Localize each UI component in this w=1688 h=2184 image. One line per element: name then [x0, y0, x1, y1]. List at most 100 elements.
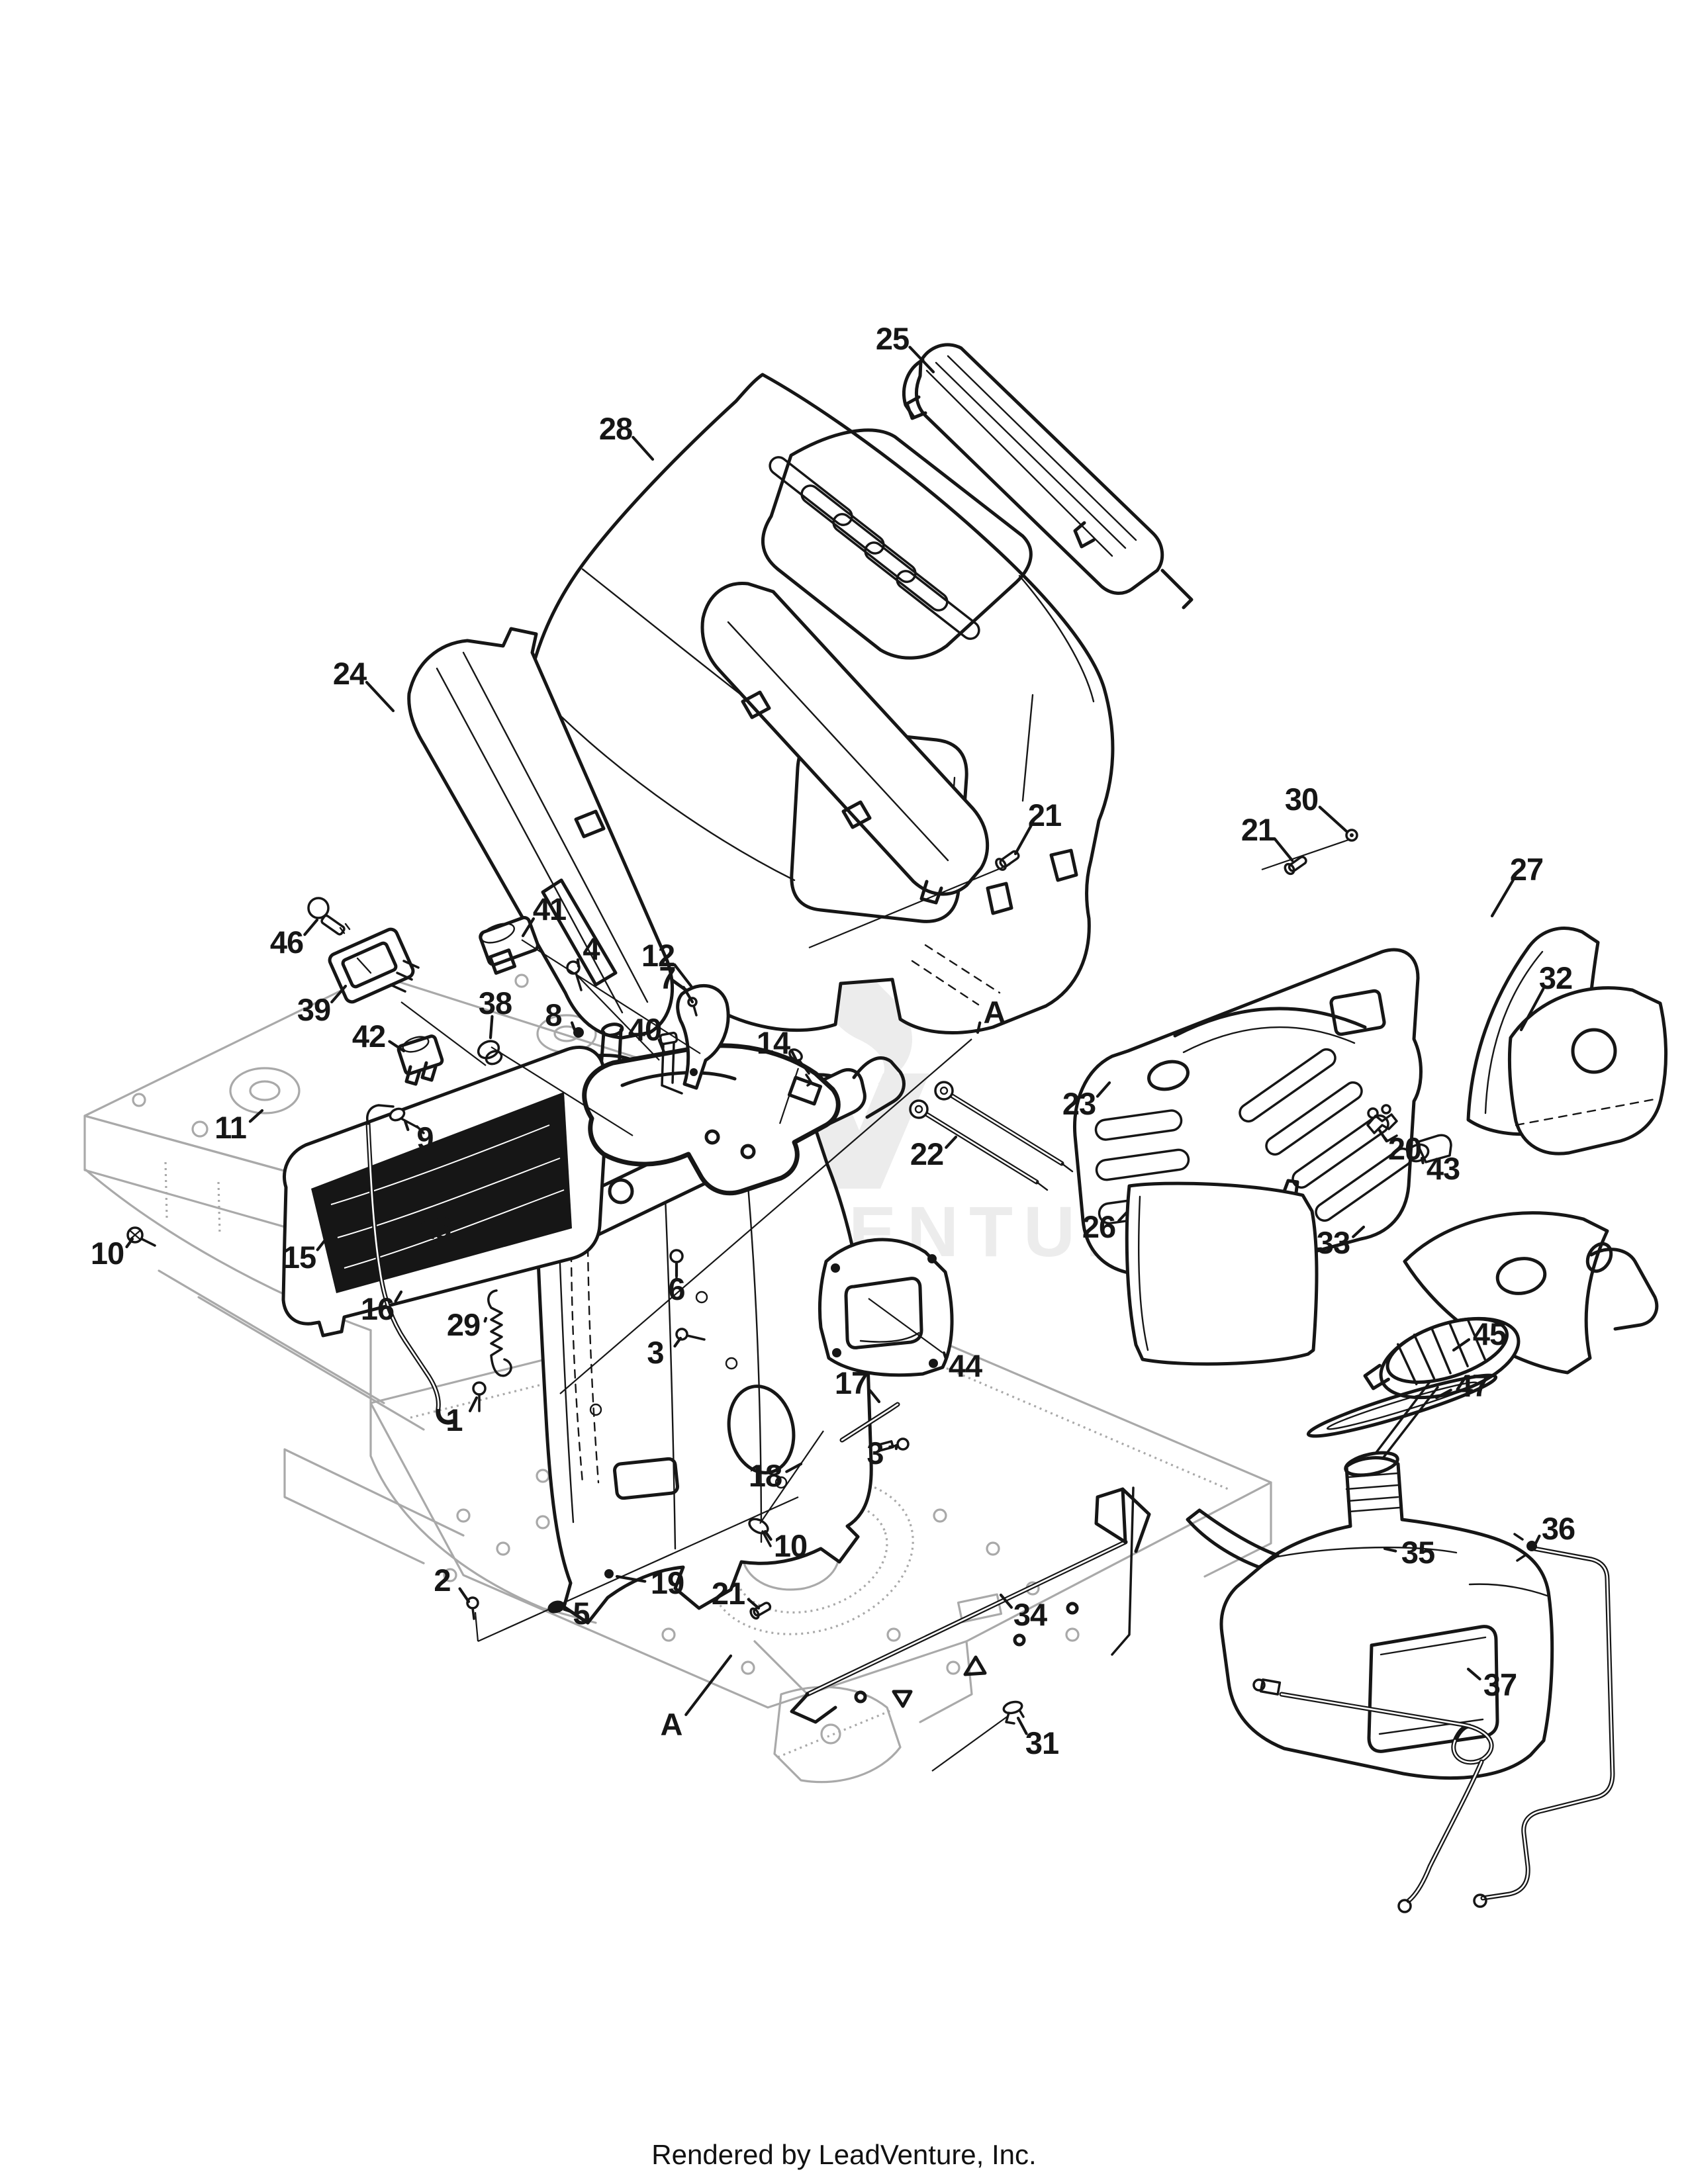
- callout-3: 3: [867, 1435, 898, 1471]
- callout-leader: [489, 1015, 494, 1040]
- callout-leader: [330, 984, 348, 1004]
- callout-leader: [1378, 1128, 1388, 1143]
- screw-2: [466, 1596, 479, 1620]
- callout-33: 33: [1317, 1225, 1366, 1260]
- callout-15: 15: [283, 1236, 329, 1275]
- callout-leader: [365, 680, 395, 713]
- hood-louver-recess: [761, 428, 1033, 660]
- callout-leader: [1273, 837, 1294, 862]
- callout-number: A: [661, 1707, 682, 1742]
- callout-leader: [1013, 824, 1033, 856]
- screw-3-right: [878, 1437, 910, 1451]
- callout-number: 16: [361, 1291, 394, 1326]
- callout-23: 23: [1062, 1081, 1111, 1121]
- callout-number: 23: [1062, 1086, 1096, 1121]
- sight-line: [808, 863, 1011, 949]
- callout-number: 3: [647, 1335, 663, 1370]
- callout-30: 30: [1285, 782, 1348, 833]
- callout-16: 16: [361, 1290, 403, 1326]
- bolt-1: [472, 1381, 487, 1412]
- callout-number: 18: [749, 1458, 782, 1493]
- callout-number: 17: [835, 1365, 868, 1400]
- callout-leader: [1434, 1388, 1452, 1400]
- hood-skirt-strip: [700, 582, 990, 905]
- callout-leader: [615, 1574, 647, 1583]
- callout-number: 45: [1473, 1316, 1506, 1351]
- callout-leader: [673, 963, 693, 988]
- callout-28: 28: [599, 411, 655, 461]
- callout-number: 24: [333, 656, 367, 691]
- callout-number: 46: [270, 925, 303, 960]
- callout-13: 13: [418, 1208, 467, 1246]
- callout-number: 25: [876, 321, 909, 356]
- callout-1: 1: [445, 1396, 479, 1437]
- choke-lever-part-12: [676, 983, 730, 1090]
- bolt-9: [389, 1107, 425, 1134]
- relay-part-41: [479, 915, 539, 975]
- sight-line: [477, 1496, 799, 1643]
- trim-panel-part-44: [818, 1238, 954, 1377]
- callout-leader: [945, 1135, 958, 1149]
- callout-leader: [785, 1462, 803, 1473]
- callout-46: 46: [270, 918, 319, 960]
- callout-leader: [999, 1593, 1013, 1609]
- gasket-part-47: [1306, 1373, 1498, 1438]
- callout-32: 32: [1519, 960, 1573, 1032]
- callout-leader: [1383, 1547, 1397, 1553]
- callout-22: 22: [910, 1135, 958, 1171]
- vent-panel-part-25: [902, 343, 1194, 610]
- callout-A: A: [976, 995, 1006, 1034]
- callout-leader: [557, 1608, 563, 1613]
- callout-number: 28: [599, 411, 632, 446]
- key-part-46: [307, 897, 351, 936]
- callout-number: 26: [1082, 1209, 1115, 1244]
- sight-line: [759, 1430, 824, 1524]
- callout-number: 12: [641, 938, 675, 973]
- callout-number: 41: [533, 891, 566, 927]
- callout-38: 38: [479, 985, 512, 1040]
- callout-34: 34: [999, 1593, 1048, 1632]
- bracket-part-42: [397, 1034, 444, 1086]
- callout-35: 35: [1383, 1535, 1435, 1570]
- callout-39: 39: [297, 984, 348, 1027]
- callout-leader: [576, 958, 581, 968]
- callout-21: 21: [712, 1576, 761, 1611]
- callout-29: 29: [447, 1307, 488, 1342]
- rivet-31: [1002, 1700, 1025, 1725]
- callout-number: 29: [447, 1307, 480, 1342]
- callout-20: 20: [1378, 1128, 1422, 1166]
- callout-number: 34: [1013, 1597, 1047, 1632]
- callout-leader: [868, 1388, 881, 1404]
- baffle-part-32: [1507, 986, 1668, 1156]
- callout-11: 11: [214, 1109, 264, 1145]
- bolt-21-hood-left: [995, 850, 1020, 871]
- callout-21: 21: [1241, 812, 1294, 862]
- callout-10: 10: [91, 1236, 134, 1271]
- callout-number: 7: [659, 960, 675, 995]
- callout-number: 47: [1456, 1368, 1489, 1403]
- bolt-21-pan: [749, 1602, 772, 1620]
- callout-19: 19: [615, 1565, 684, 1600]
- bolt-21-hood-right: [1284, 856, 1307, 876]
- callout-leader: [1016, 1716, 1028, 1735]
- callout-leader: [632, 435, 655, 461]
- callout-37: 37: [1466, 1667, 1517, 1702]
- callout-leader: [403, 1119, 410, 1132]
- cable-ties-part-22: [909, 1081, 1074, 1191]
- callout-leader: [942, 1351, 948, 1361]
- render-credit-text: Rendered by LeadVenture, Inc.: [651, 2139, 1037, 2170]
- callout-number: 38: [479, 985, 512, 1021]
- callout-leader: [1534, 1534, 1541, 1545]
- sight-line: [575, 974, 660, 1061]
- callout-leader: [1420, 1156, 1425, 1165]
- callout-leader: [682, 985, 694, 1004]
- callout-24: 24: [333, 656, 395, 713]
- callout-number: 44: [949, 1348, 982, 1383]
- callout-A: A: [661, 1654, 733, 1742]
- callout-number: 13: [418, 1210, 451, 1246]
- callout-leader: [394, 1290, 403, 1303]
- callout-leader: [747, 1598, 761, 1610]
- callout-10: 10: [763, 1528, 808, 1563]
- callout-18: 18: [749, 1458, 803, 1493]
